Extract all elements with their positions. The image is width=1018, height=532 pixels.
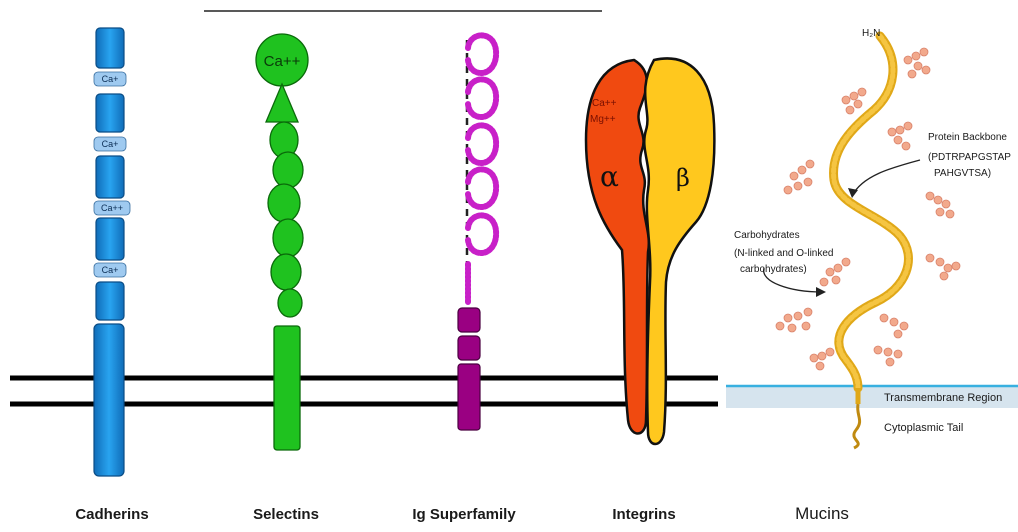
integrin-cation-1: Ca++ [592,98,617,109]
cadherin-domain [96,94,124,132]
carb-cluster [776,308,812,332]
selectin-cr-domain [273,219,303,257]
cadherin-ca-label: Ca+ [102,265,119,275]
ig-stalk-segment [458,308,480,332]
label-selectins: Selectins [253,506,319,523]
carb-cluster [880,314,908,338]
integrin-beta-label: β [676,164,690,192]
integrin-cation-2: Mg++ [590,114,616,125]
cadherin-domain [96,156,124,198]
selectin-egf-domain [266,84,298,122]
ig-stalk-segment [458,336,480,360]
integrin-alpha-label: α [600,160,619,193]
selectin [256,34,308,450]
selectin-cr-domain [273,152,303,188]
cadherin-ca-label: Ca+ [102,139,119,149]
carb-cluster [904,48,930,78]
backbone-arrow [852,160,920,196]
cadherin-ca-label: Ca++ [101,203,123,213]
ig-domain-loop [468,35,496,73]
label-cadherins: Cadherins [75,506,148,523]
cadherin-stalk [94,324,124,476]
integrin-beta-subunit [644,58,714,444]
carb-cluster [926,192,954,218]
selectin-cr-domain [271,254,301,290]
label-integrins: Integrins [612,506,675,523]
mucin-backbone-seq-1: (PDTRPAPGSTAP [928,152,1011,163]
cadherin-domain [96,28,124,68]
cadherin [94,28,124,476]
selectin-cr-domain [268,184,300,222]
cadherin-domain [96,218,124,260]
ig-domain-loop [468,169,496,207]
carb-cluster [810,348,834,370]
mucin-backbone-seq-2: PAHGVTSA) [934,168,991,179]
cadherin-ca-label: Ca+ [102,74,119,84]
mucin-carb-title: Carbohydrates [734,230,800,241]
mucin-transmembrane-label: Transmembrane Region [884,392,1002,404]
ig-domain-loop [468,79,496,117]
ig-stalk-segment [458,364,480,430]
mucin-backbone-title: Protein Backbone [928,132,1007,143]
ig-superfamily [458,35,496,430]
selectin-stalk [274,326,300,450]
ig-domain-loop [468,215,496,253]
mucin [726,36,1018,448]
ig-domain-loop [468,125,496,163]
carb-cluster [874,346,902,366]
mucin-n-terminus: H₂N [862,28,880,39]
mucin-cytoplasmic-tail [854,404,860,448]
mucin-carb-sub-2: carbohydrates) [740,264,807,275]
carb-cluster [820,258,850,286]
carb-cluster [888,122,912,150]
mucin-cytoplasmic-label: Cytoplasmic Tail [884,422,963,434]
cadherin-domain [96,282,124,320]
carb-cluster [842,88,866,114]
label-ig-superfamily: Ig Superfamily [412,506,515,523]
selectin-ca-label: Ca++ [264,53,301,70]
carb-cluster [926,254,960,280]
label-mucins: Mucins [795,504,849,524]
mucin-carb-sub-1: (N-linked and O-linked [734,248,834,259]
selectin-cr-domain [278,289,302,317]
carb-cluster [784,160,814,194]
